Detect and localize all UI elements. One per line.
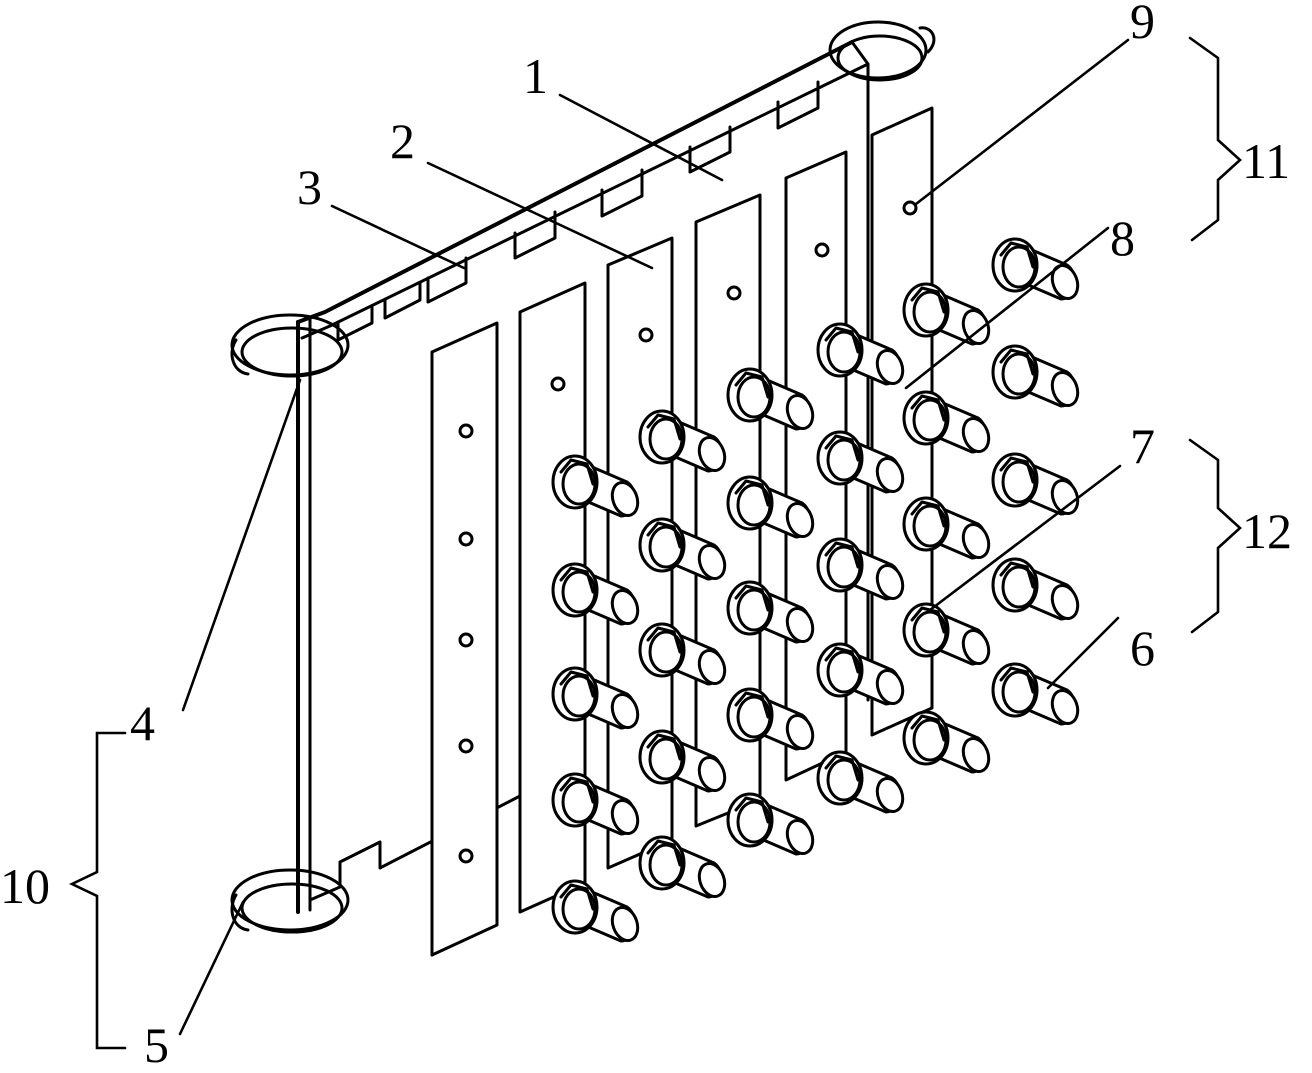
bolts xyxy=(551,237,1080,943)
bolt xyxy=(991,237,1080,301)
bolt xyxy=(991,452,1080,516)
ring-clip-upper-left xyxy=(230,313,350,378)
leader-lines xyxy=(68,36,1242,1050)
label-4: 4 xyxy=(130,695,155,751)
ring-clip-lower-left xyxy=(230,868,350,934)
brace-12 xyxy=(1188,438,1242,634)
bolt xyxy=(726,580,815,644)
label-11: 11 xyxy=(1242,133,1290,189)
leader-2 xyxy=(426,161,654,270)
bolt xyxy=(816,430,905,494)
label-10: 10 xyxy=(0,858,50,914)
base-plate xyxy=(296,40,870,914)
label-12: 12 xyxy=(1242,503,1292,559)
ring-clip-top xyxy=(828,20,936,82)
bolt xyxy=(726,367,815,431)
label-7: 7 xyxy=(1130,418,1155,474)
label-2: 2 xyxy=(390,113,415,169)
bolt xyxy=(551,772,640,836)
label-5: 5 xyxy=(144,1017,169,1073)
leader-4 xyxy=(181,378,302,712)
brace-10 xyxy=(68,731,127,1050)
bolt xyxy=(902,710,991,774)
bolt xyxy=(816,642,905,706)
bolt xyxy=(638,835,727,899)
bolt xyxy=(551,562,640,626)
label-8: 8 xyxy=(1110,210,1135,266)
bolt xyxy=(638,409,727,473)
label-3: 3 xyxy=(297,159,322,215)
bolt xyxy=(726,475,815,539)
bolt xyxy=(638,729,727,793)
leader-9 xyxy=(914,38,1130,206)
bolt xyxy=(638,517,727,581)
bolt xyxy=(902,390,991,454)
bolt xyxy=(816,537,905,601)
leader-7 xyxy=(928,464,1122,612)
bolt xyxy=(551,879,640,943)
plate-notches xyxy=(336,80,820,342)
leader-3 xyxy=(330,204,466,270)
bolt xyxy=(991,662,1080,726)
label-1: 1 xyxy=(523,48,548,104)
bolt xyxy=(902,282,991,346)
bolt xyxy=(726,792,815,856)
brace-11 xyxy=(1188,36,1242,242)
bolt xyxy=(638,622,727,686)
bolt xyxy=(991,557,1080,621)
vertical-bar-1 xyxy=(430,321,499,957)
bolt xyxy=(991,344,1080,408)
leader-1 xyxy=(558,93,724,182)
bolt xyxy=(816,322,905,386)
bolt xyxy=(816,750,905,814)
label-6: 6 xyxy=(1130,620,1155,676)
bolt xyxy=(551,454,640,518)
leader-6 xyxy=(1046,616,1120,690)
bolt xyxy=(551,666,640,730)
leader-5 xyxy=(178,900,245,1036)
bolt xyxy=(902,496,991,560)
label-9: 9 xyxy=(1130,0,1155,49)
bolt xyxy=(726,687,815,751)
leader-8 xyxy=(904,226,1110,390)
